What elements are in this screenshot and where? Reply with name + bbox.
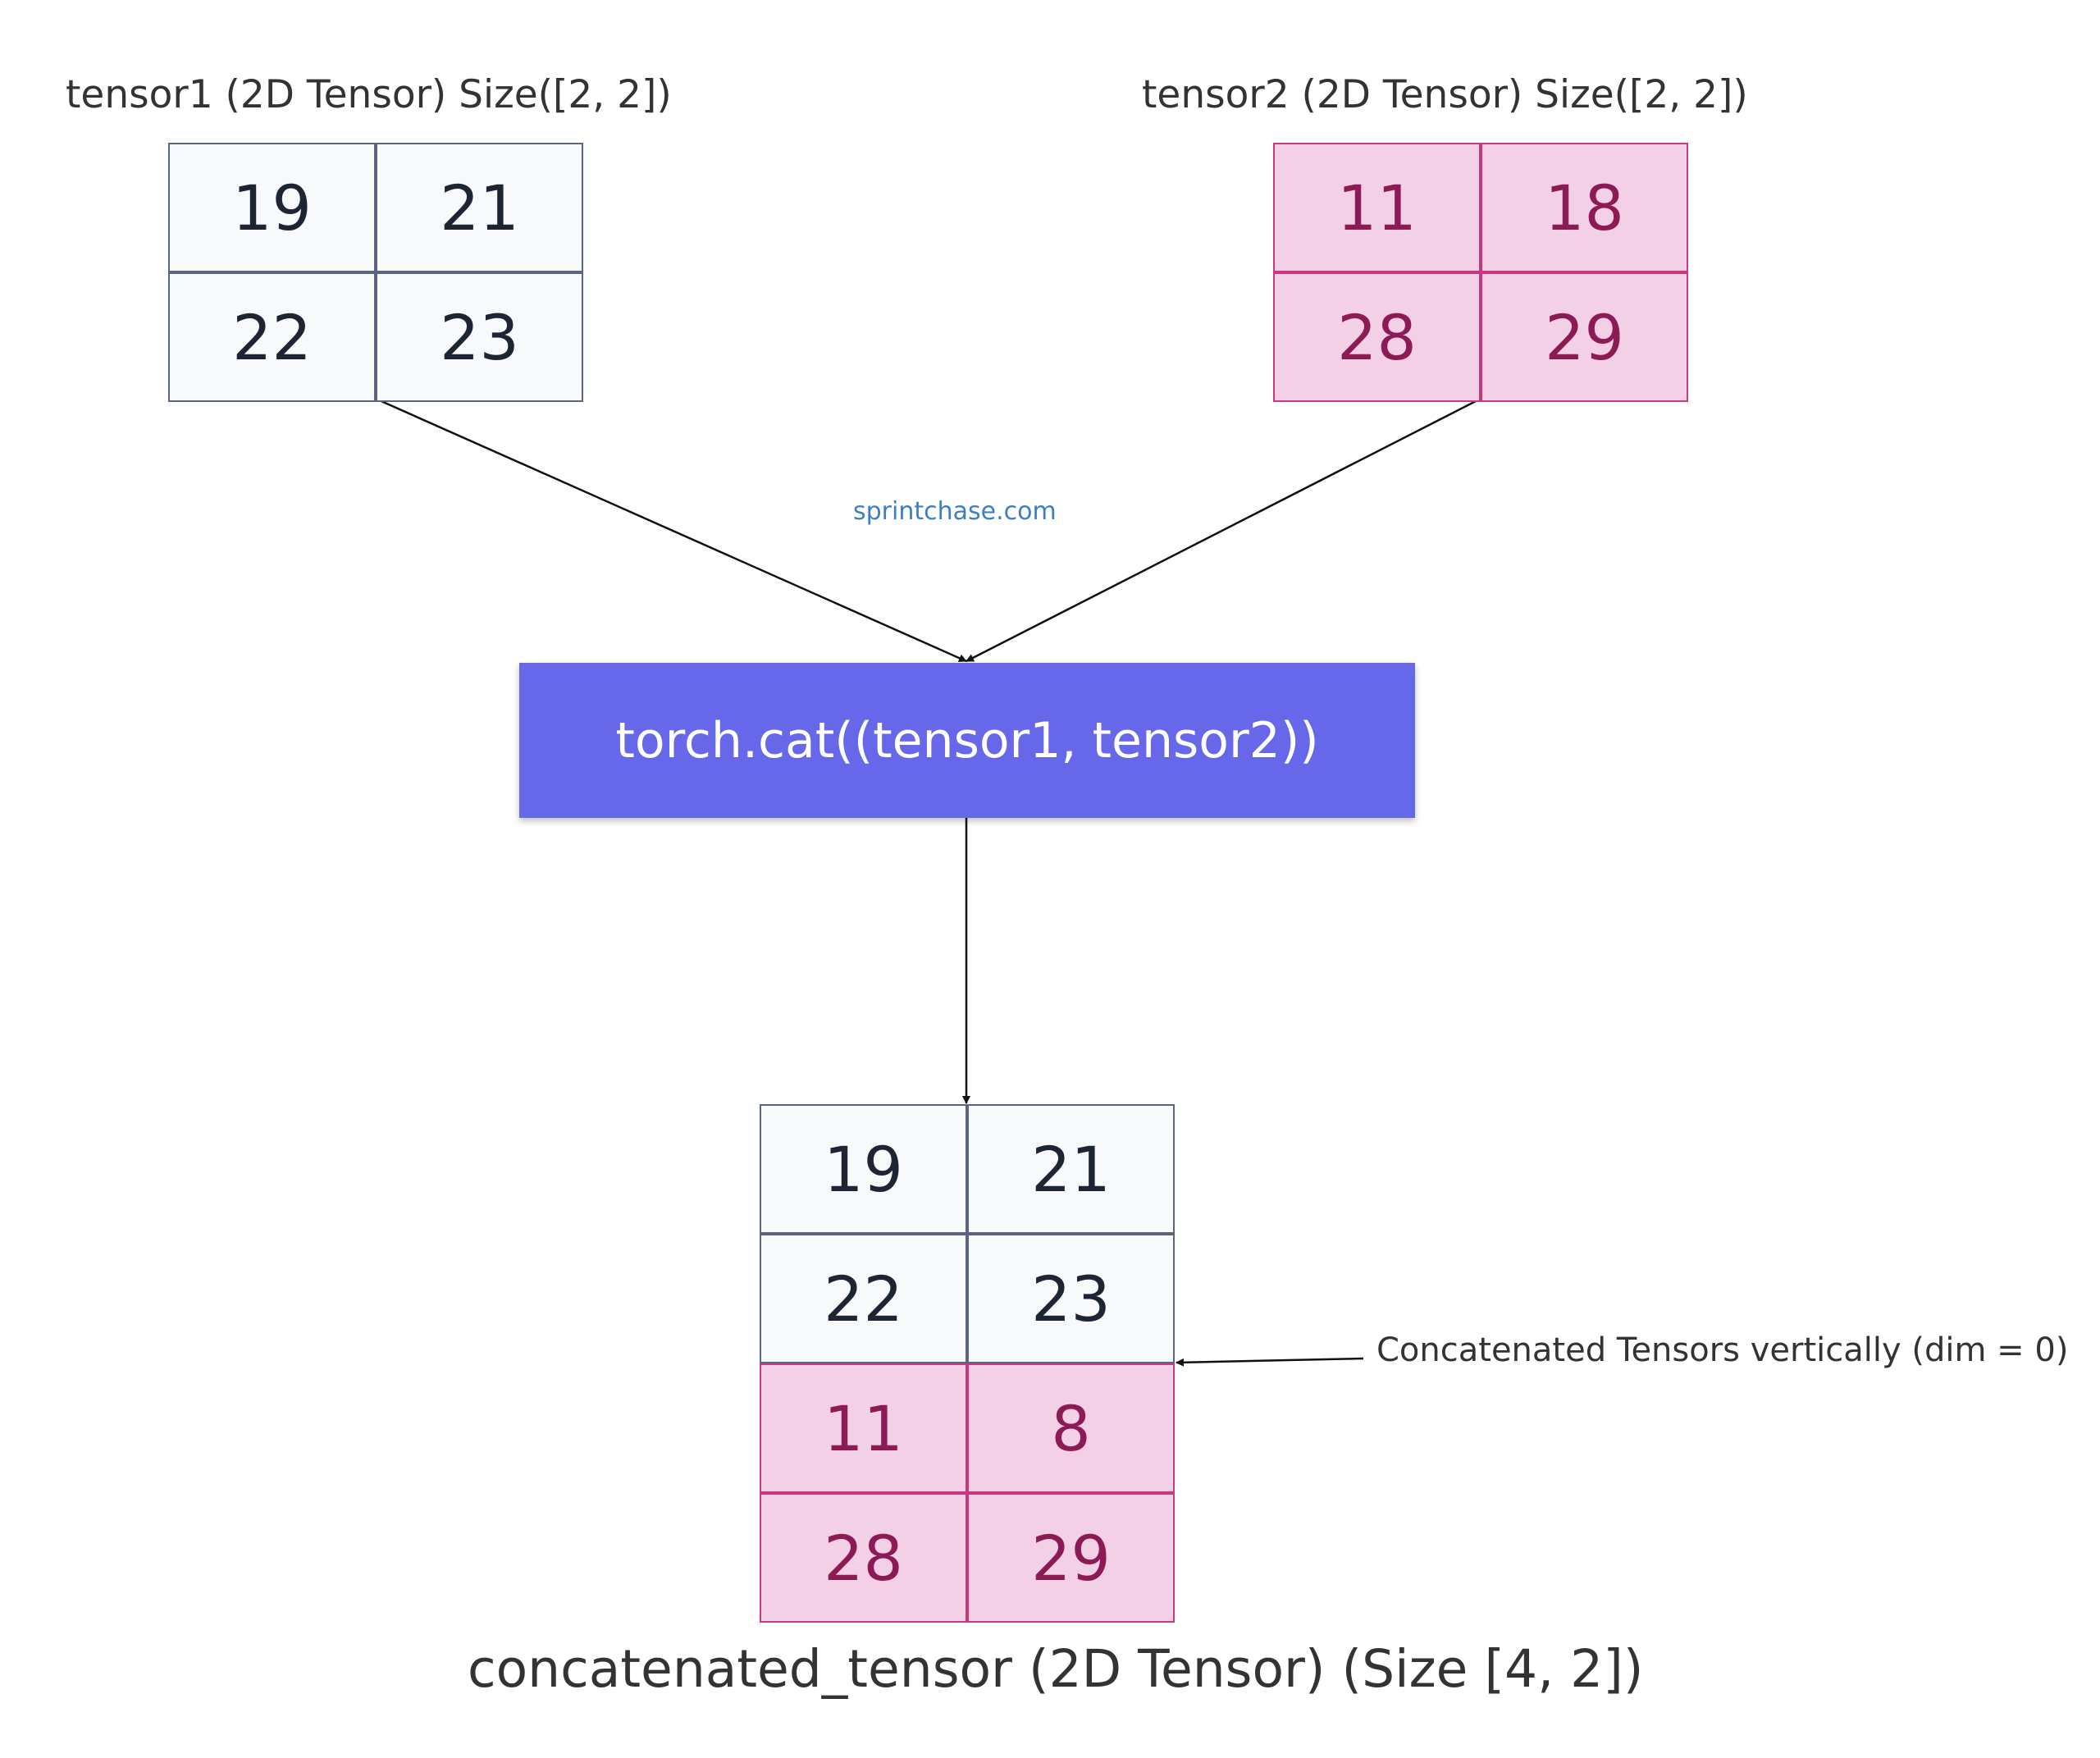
tensor1-cell: 19 xyxy=(168,143,376,272)
result-cell: 11 xyxy=(760,1363,967,1493)
tensor2-grid: 11 18 28 29 xyxy=(1273,143,1688,402)
tensor2-cell: 28 xyxy=(1273,272,1481,402)
result-cell: 21 xyxy=(967,1104,1175,1234)
concat-annotation: Concatenated Tensors vertically (dim = 0… xyxy=(1376,1331,2069,1369)
tensor1-cell: 21 xyxy=(376,143,583,272)
tensor1-cell: 23 xyxy=(376,272,583,402)
result-cell: 22 xyxy=(760,1234,967,1363)
result-cell: 28 xyxy=(760,1493,967,1623)
result-grid: 19 21 22 23 11 8 28 29 xyxy=(760,1104,1175,1623)
tensor2-cell: 11 xyxy=(1273,143,1481,272)
result-cell: 23 xyxy=(967,1234,1175,1363)
arrow-annotation-to-result xyxy=(1176,1357,1364,1367)
tensor2-label: tensor2 (2D Tensor) Size([2, 2]) xyxy=(1142,72,1748,117)
arrow-tensor2-to-operation xyxy=(966,397,1481,663)
operation-box: torch.cat((tensor1, tensor2)) xyxy=(519,663,1415,818)
tensor1-label: tensor1 (2D Tensor) Size([2, 2]) xyxy=(66,72,672,117)
tensor1-grid: 19 21 22 23 xyxy=(168,143,583,402)
arrow-tensor1-to-operation xyxy=(375,397,967,663)
result-label: concatenated_tensor (2D Tensor) (Size [4… xyxy=(468,1639,1644,1699)
tensor2-cell: 29 xyxy=(1481,272,1688,402)
result-cell: 29 xyxy=(967,1493,1175,1623)
result-cell: 19 xyxy=(760,1104,967,1234)
watermark-text: sprintchase.com xyxy=(853,497,1057,526)
result-cell: 8 xyxy=(967,1363,1175,1493)
tensor1-cell: 22 xyxy=(168,272,376,402)
tensor2-cell: 18 xyxy=(1481,143,1688,272)
